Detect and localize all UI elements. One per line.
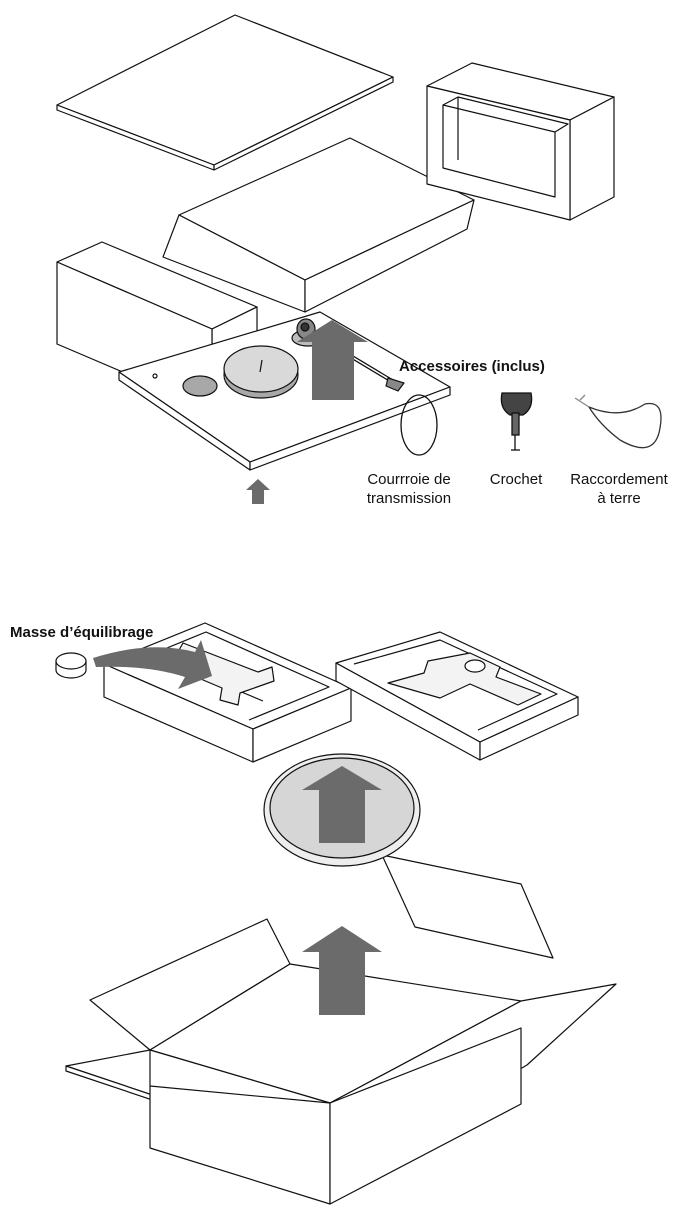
shipping-box <box>65 854 617 1205</box>
foam-top-sheet <box>56 14 394 171</box>
ground-wire-icon <box>574 394 662 449</box>
dust-cover <box>162 137 475 313</box>
hook-icon <box>500 392 533 451</box>
arrow-curved-counterweight <box>93 640 212 689</box>
belt-label: Courrroie de transmission <box>353 470 465 508</box>
ground-label-line2: à terre <box>597 490 641 507</box>
counterweight-icon <box>55 652 87 679</box>
arrow-up-platter <box>302 926 382 1015</box>
foam-tray-left <box>103 622 352 763</box>
drive-belt-icon <box>400 394 438 456</box>
foam-block-right <box>426 62 615 221</box>
arrow-up-lid <box>297 320 368 400</box>
ground-label: Raccordement à terre <box>559 470 679 508</box>
accessories-heading: Accessoires (inclus) <box>399 358 545 375</box>
arrow-up-card <box>246 479 270 504</box>
counterweight-label: Masse d’équilibrage <box>10 624 154 641</box>
arrow-up-trays <box>302 766 382 843</box>
foam-tray-right <box>335 631 579 761</box>
ground-label-line1: Raccordement <box>570 471 668 488</box>
belt-label-line2: transmission <box>366 490 452 507</box>
counterweight-recess <box>182 375 218 397</box>
belt-label-line1: Courrroie de <box>367 471 451 488</box>
hook-label: Crochet <box>489 471 543 488</box>
turntable <box>118 311 451 471</box>
